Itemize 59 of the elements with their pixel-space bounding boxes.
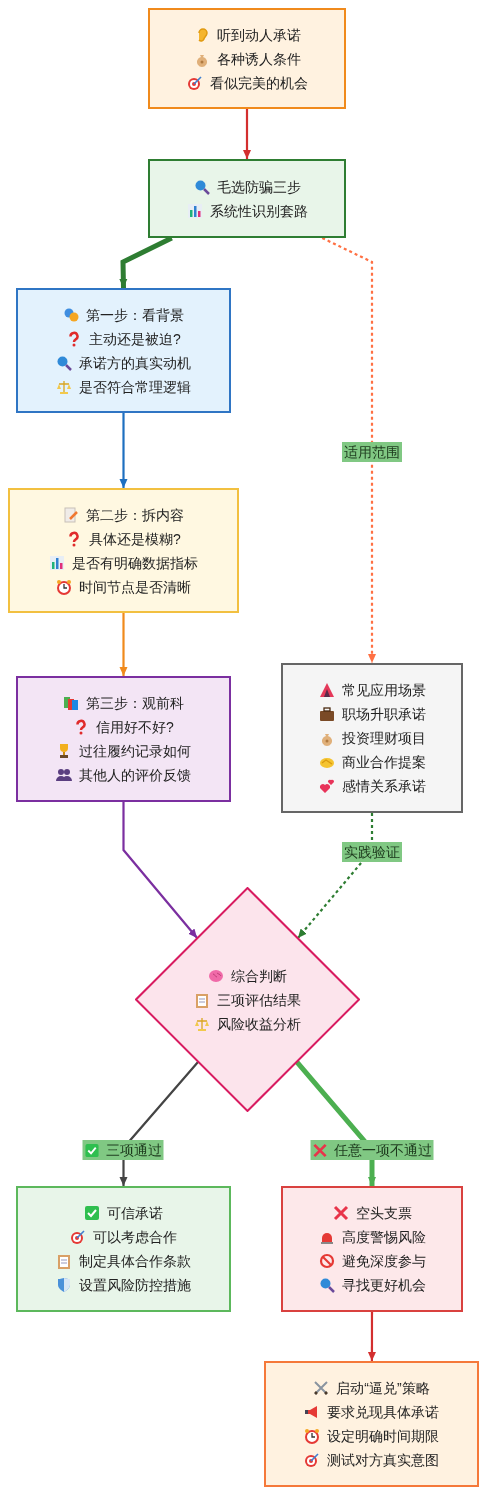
arrow	[122, 802, 198, 939]
node-text: 商业合作提案	[341, 753, 426, 772]
node-text: 高度警惕风险	[341, 1228, 426, 1247]
process-box	[281, 663, 463, 813]
arrow	[243, 109, 251, 159]
node-text: 时间节点是否清晰	[79, 577, 191, 597]
process-box	[16, 288, 231, 413]
node-text: 其他人的评价反馈	[79, 766, 191, 785]
arrow	[295, 1060, 376, 1186]
process-box	[148, 8, 346, 109]
node-text: 设置风险防控措施	[79, 1276, 191, 1295]
process-box	[148, 159, 346, 238]
process-box	[264, 1361, 479, 1487]
process-box	[16, 1186, 231, 1312]
node-text: 测试对方真实意图	[327, 1451, 439, 1470]
node-text: 职场升职承诺	[341, 705, 426, 724]
node-heading: 毛选防骗三步	[216, 177, 301, 197]
node-text: 投资理财项目	[341, 729, 426, 748]
node-heading: 启动“逼兑”策略	[336, 1379, 430, 1398]
node-text: 要求兑现具体承诺	[327, 1403, 439, 1422]
edge-label: 三项通过	[105, 1141, 162, 1160]
arrow	[321, 237, 376, 663]
edge-label: 实践验证	[344, 843, 400, 862]
node-text: 具体还是模糊?	[89, 529, 181, 549]
node-heading: 空头支票	[355, 1204, 412, 1223]
node-heading: 第一步：看背景	[86, 305, 184, 325]
arrow	[119, 613, 128, 676]
node-heading: 第二步：拆内容	[86, 505, 184, 525]
arrow	[367, 1312, 376, 1361]
node-text: 是否有明确数据指标	[72, 553, 198, 573]
node-text: 信用好不好?	[96, 718, 174, 737]
node-heading: 常见应用场景	[341, 681, 426, 700]
node-text: 过往履约记录如何	[79, 742, 191, 761]
node-text: 主动还是被迫?	[89, 329, 181, 349]
node-heading: 第三步：观前科	[86, 694, 184, 713]
arrow	[297, 813, 374, 939]
node-text: 可以考虑合作	[93, 1228, 177, 1247]
node-text: 各种诱人条件	[216, 49, 301, 69]
node-heading: 综合判断	[231, 966, 287, 986]
arrow	[119, 413, 128, 488]
node-heading: 可信承诺	[107, 1204, 163, 1223]
node-text: 避免深度参与	[341, 1252, 426, 1271]
node-text: 风险收益分析	[217, 1014, 301, 1034]
node-text: 承诺方的真实动机	[79, 353, 191, 373]
node-text: 寻找更好机会	[341, 1276, 426, 1295]
process-box	[281, 1186, 463, 1312]
node-text: 系统性识别套路	[209, 201, 308, 221]
node-text: 看似完美的机会	[209, 73, 308, 93]
node-text: 是否符合常理逻辑	[79, 377, 191, 397]
node-text: 设定明确时间期限	[327, 1427, 439, 1446]
edge-label: 适用范围	[344, 443, 400, 462]
node-heading: 听到动人承诺	[216, 25, 301, 45]
node-text: 三项评估结果	[217, 990, 301, 1010]
node-text: 感情关系承诺	[341, 777, 426, 796]
process-box	[8, 488, 239, 613]
node-text: 制定具体合作条款	[79, 1252, 191, 1271]
process-box	[16, 676, 231, 802]
arrow	[119, 1061, 199, 1186]
edge-label: 任意一项不通过	[333, 1141, 432, 1160]
